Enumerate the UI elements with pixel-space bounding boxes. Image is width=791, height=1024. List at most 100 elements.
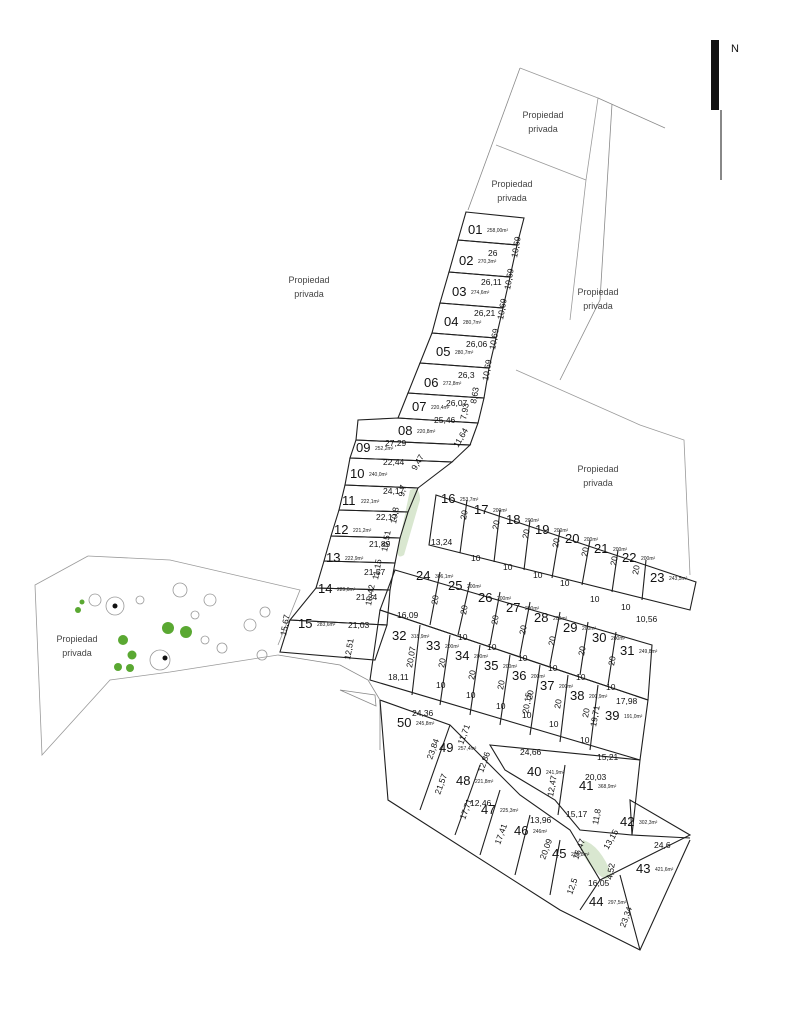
lot-area: 318,9m² xyxy=(411,634,430,640)
dimension-label: 21,03 xyxy=(348,620,370,630)
dimension-label: 10 xyxy=(621,602,631,612)
lot-area: 274,6m² xyxy=(471,290,490,296)
lot-area: 200m² xyxy=(559,684,574,690)
lot-number: 47 xyxy=(481,802,495,817)
dimension-label: 20 xyxy=(546,635,558,646)
dimension-label: 20 xyxy=(552,698,564,709)
lot-area: 200m² xyxy=(497,596,512,602)
lot-area: 272,8m² xyxy=(443,381,462,387)
private-property-label: privada xyxy=(294,289,324,299)
dimension-label: 10 xyxy=(487,642,497,652)
dimension-label: 20,15 xyxy=(520,691,534,714)
lot-number: 50 xyxy=(397,715,411,730)
dimension-label: 21,89 xyxy=(369,539,391,549)
private-property-label: Propiedad xyxy=(577,287,618,297)
lot-number: 07 xyxy=(412,399,426,414)
lot-outlines xyxy=(279,211,697,951)
dimension-label: 12,46 xyxy=(470,798,492,808)
dimension-label: 26 xyxy=(488,248,498,258)
lot-number: 48 xyxy=(456,773,470,788)
dimension-label: 24,66 xyxy=(520,747,542,757)
dimension-label: 20 xyxy=(458,509,470,520)
lot-area: 200m² xyxy=(554,528,569,534)
lot-number: 11 xyxy=(342,493,356,508)
lot-number: 29 xyxy=(563,620,577,635)
dimension-label: 11,71 xyxy=(455,723,472,746)
lot-number: 44 xyxy=(589,894,603,909)
lot-area: 221,2m² xyxy=(353,528,372,534)
dimension-label: 20 xyxy=(550,537,562,548)
dimension-label: 26,06 xyxy=(466,339,488,349)
lot-number: 17 xyxy=(474,502,488,517)
private-property-label: Propiedad xyxy=(491,179,532,189)
lot-area: 220,8m² xyxy=(417,429,436,435)
lot-number: 34 xyxy=(455,648,469,663)
lot-number: 46 xyxy=(514,823,528,838)
dimension-label: 10,69 xyxy=(502,267,516,290)
lot-number: 43 xyxy=(636,861,650,876)
dimension-label: 26,21 xyxy=(474,308,496,318)
dimension-label: 18,11 xyxy=(388,672,409,682)
vegetation xyxy=(75,582,271,672)
dimension-label: 11,64 xyxy=(451,426,470,449)
lot-area: 200m² xyxy=(445,644,460,650)
dimension-label: 10 xyxy=(549,719,559,729)
lot-area: 200m² xyxy=(641,556,656,562)
dimension-label: 21,24 xyxy=(356,592,378,602)
lot-number: 31 xyxy=(620,643,634,658)
dimension-label: 10 xyxy=(503,562,513,572)
lot-number: 12 xyxy=(334,522,348,537)
lot-area: 222,1m² xyxy=(361,499,380,505)
lot-area: 229,0m² xyxy=(337,587,356,593)
lot-number: 35 xyxy=(484,658,498,673)
lot-area: 220,4m² xyxy=(431,405,450,411)
lot-area: 421,6m² xyxy=(655,867,674,873)
lot-number: 42 xyxy=(620,814,634,829)
dimension-label: 10 xyxy=(580,735,590,745)
lot-number: 38 xyxy=(570,688,584,703)
dimension-label: 13,15 xyxy=(601,827,620,851)
dimension-label: 10 xyxy=(496,701,506,711)
lot-area: 200m² xyxy=(531,674,546,680)
dimension-label: 20 xyxy=(489,614,501,625)
lot-number: 05 xyxy=(436,344,450,359)
lot-number: 04 xyxy=(444,314,458,329)
dimension-label: 10 xyxy=(576,672,586,682)
lot-area: 200,9m² xyxy=(589,694,608,700)
lot-area: 200m² xyxy=(584,537,599,543)
dimension-label: 20 xyxy=(576,645,588,656)
dimension-label: 12,47 xyxy=(545,774,559,797)
dimension-label: 10 xyxy=(560,578,570,588)
dimension-label: 12,51 xyxy=(342,637,356,660)
dimension-label: 16,09 xyxy=(397,610,419,620)
dimension-label: 10 xyxy=(436,680,446,690)
lot-area: 200m² xyxy=(525,518,540,524)
dimension-label: 20 xyxy=(630,564,642,575)
dimension-label: 26,07 xyxy=(446,398,468,408)
lot-number: 37 xyxy=(540,678,554,693)
lot-number: 22 xyxy=(622,550,636,565)
dimension-label: 20 xyxy=(466,669,478,680)
lot-area: 252,2m² xyxy=(375,446,394,452)
north-label: N xyxy=(731,43,739,55)
lot-number: 16 xyxy=(441,491,455,506)
dimension-label: 20 xyxy=(495,679,507,690)
dimension-label: 10 xyxy=(606,682,616,692)
dimension-label: 26,3 xyxy=(458,370,475,380)
lot-area: 240,0m² xyxy=(369,472,388,478)
dimension-label: 10,42 xyxy=(363,583,377,606)
lot-area: 257,4m² xyxy=(458,746,477,752)
lot-number: 19 xyxy=(535,522,549,537)
lot-area: 200m² xyxy=(467,584,482,590)
dimension-label: 20 xyxy=(524,689,536,700)
lot-area: 297,5m² xyxy=(608,900,627,906)
lot-area: 302,3m² xyxy=(639,820,658,826)
private-property-label: Propiedad xyxy=(577,464,618,474)
dimension-label: 15,67 xyxy=(278,613,292,636)
dimension-label: 21,57 xyxy=(364,567,386,577)
lot-number: 13 xyxy=(326,550,340,565)
lot-area: 283,6m² xyxy=(317,622,336,628)
dimension-label: 10,69 xyxy=(480,358,494,381)
private-property-label: Propiedad xyxy=(56,634,97,644)
